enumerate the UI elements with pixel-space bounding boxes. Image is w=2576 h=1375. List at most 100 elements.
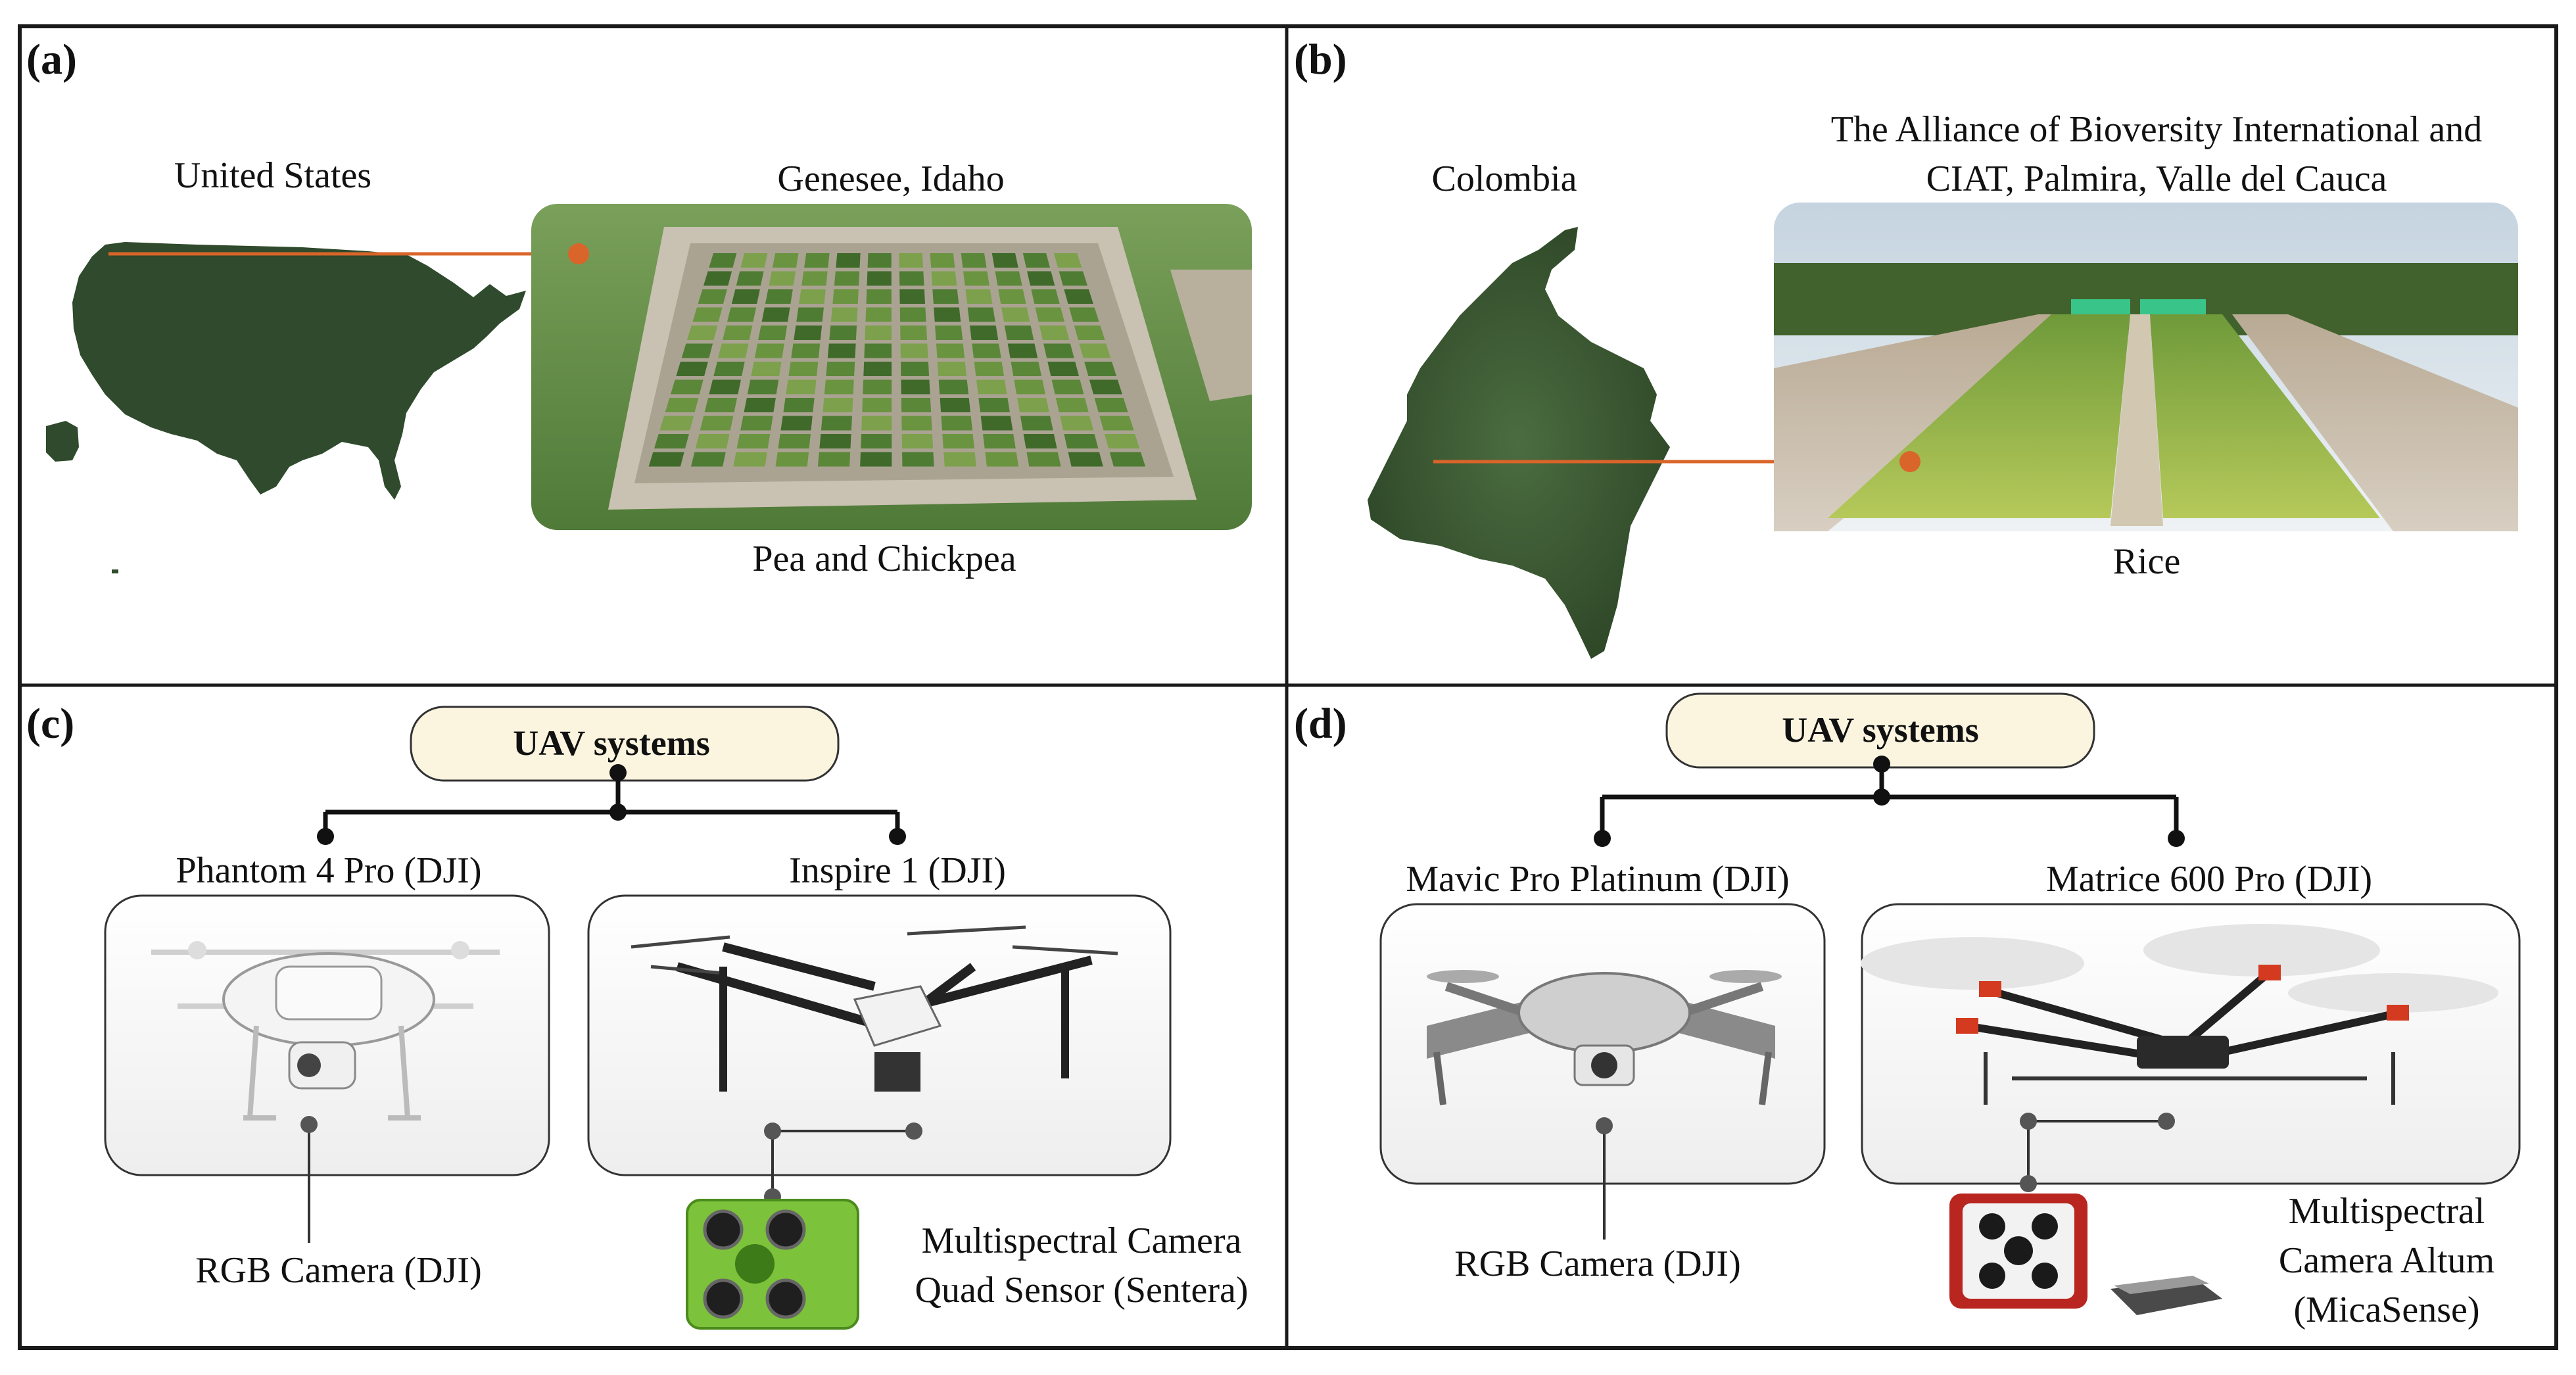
field-plot <box>709 253 737 268</box>
field-plot <box>980 416 1013 431</box>
field-plot <box>1099 416 1134 431</box>
field-plot <box>899 289 926 304</box>
panel-b: (b) Colombia The Alliance of Bioversity … <box>1294 36 2518 659</box>
panel-c: (c) UAV systems Phantom 4 Pro (DJI) Insp… <box>26 700 1248 1330</box>
field-plot <box>1094 398 1128 412</box>
field-plot <box>1051 379 1084 395</box>
field-plot <box>791 343 821 358</box>
field-plot <box>866 289 892 304</box>
field-plot <box>995 271 1022 286</box>
ciat-site-line1: The Alliance of Bioversity International… <box>1831 109 2483 150</box>
mavic-pro-platinum-image <box>1379 903 1826 1185</box>
node-dot-d4 <box>2168 830 2185 847</box>
tree-connectors-d <box>1600 764 2179 838</box>
mavic-rgb-camera-label: RGB Camera (DJI) <box>1454 1243 1740 1284</box>
field-plot <box>736 434 771 448</box>
field-plot <box>744 398 776 412</box>
field-plot <box>836 253 861 268</box>
field-plot <box>830 307 858 322</box>
field-plot <box>963 271 990 286</box>
field-plot <box>978 398 1010 412</box>
field-plot <box>965 289 993 304</box>
panel-c-letter: (c) <box>26 700 74 748</box>
field-plot <box>723 326 753 340</box>
field-plot <box>671 379 704 395</box>
hawaii-map-icon <box>112 569 118 573</box>
field-plot <box>942 434 974 448</box>
field-plot <box>794 326 823 340</box>
field-plot <box>827 343 856 358</box>
field-plot <box>1053 253 1082 268</box>
ciat-site-line2: CIAT, Palmira, Valle del Cauca <box>1926 158 2387 199</box>
colombia-country-label: Colombia <box>1432 158 1577 199</box>
field-plot <box>1020 416 1053 431</box>
node-dot-d1 <box>1873 756 1890 773</box>
field-plot <box>860 452 892 467</box>
matrice-label: Matrice 600 Pro (DJI) <box>2046 859 2372 900</box>
field-plot <box>775 452 809 467</box>
genesee-marker <box>568 243 589 264</box>
field-plot <box>736 271 764 286</box>
field-plot <box>1007 343 1038 358</box>
field-plot <box>901 398 932 412</box>
field-plot <box>1109 452 1146 467</box>
field-plot <box>862 398 892 412</box>
field-plot <box>648 452 684 467</box>
inspire-sensor-dot-left <box>764 1122 781 1140</box>
field-plot <box>937 362 967 376</box>
field-plot <box>740 416 773 431</box>
us-country-label: United States <box>174 155 371 196</box>
matrice-sensor-dot-top <box>2158 1113 2175 1130</box>
field-plot <box>1064 434 1099 448</box>
field-plot <box>727 307 757 322</box>
field-plot <box>783 398 815 412</box>
field-plot <box>824 379 854 395</box>
inspire-1-image <box>587 894 1172 1176</box>
field-plot <box>788 362 819 376</box>
field-plot <box>931 271 957 286</box>
field-plot <box>1039 326 1070 340</box>
field-plot <box>867 271 892 286</box>
field-plot <box>823 398 853 412</box>
field-plot <box>778 434 811 448</box>
field-plot <box>901 416 932 431</box>
altum-label-line3: (MicaSense) <box>2293 1290 2479 1330</box>
plot-grid <box>648 253 1146 467</box>
field-plot <box>1004 326 1034 340</box>
field-plot <box>1031 289 1060 304</box>
field-plot <box>932 289 959 304</box>
matrice-sensor-dot-left <box>2020 1113 2037 1130</box>
field-plot <box>801 271 828 286</box>
field-plot <box>902 452 934 467</box>
field-plot <box>799 289 826 304</box>
panel-d-letter: (d) <box>1294 700 1347 748</box>
mavic-label: Mavic Pro Platinum (DJI) <box>1406 859 1789 900</box>
phantom-label: Phantom 4 Pro (DJI) <box>176 850 481 891</box>
field-plot <box>1069 307 1099 322</box>
field-plot <box>804 253 830 268</box>
field-plot <box>659 416 694 431</box>
ciat-marker <box>1899 451 1920 472</box>
field-plot <box>865 307 892 322</box>
panel-a: (a) United States Genesee, Idaho Pea and… <box>26 36 1252 579</box>
field-plot <box>1079 343 1111 358</box>
field-plot <box>704 398 738 412</box>
field-plot <box>1001 307 1030 322</box>
field-plot <box>935 326 963 340</box>
field-plot <box>821 416 852 431</box>
field-plot <box>900 326 928 340</box>
field-plot <box>934 307 961 322</box>
field-plot <box>747 379 779 395</box>
field-plot <box>940 398 971 412</box>
field-plot <box>998 289 1026 304</box>
field-plot <box>1059 271 1088 286</box>
field-plot <box>731 289 760 304</box>
field-plot <box>733 452 767 467</box>
field-plot <box>758 326 788 340</box>
field-plot <box>834 271 860 286</box>
field-plot <box>899 253 924 268</box>
field-plot <box>769 271 796 286</box>
field-plot <box>665 398 699 412</box>
